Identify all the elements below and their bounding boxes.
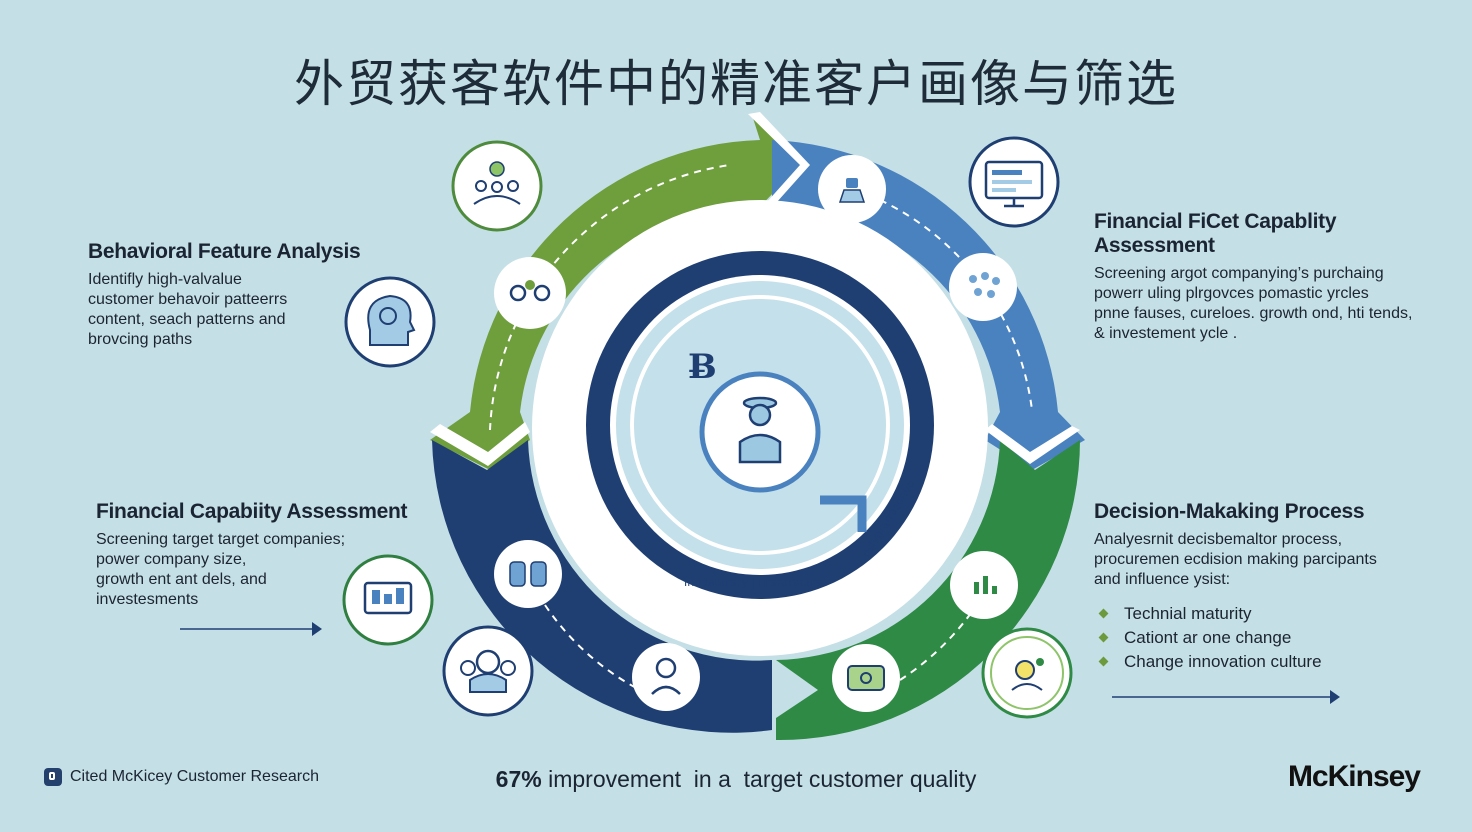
source-citation: Cited McKicey Customer Research bbox=[44, 768, 319, 786]
panel-financial-heading: Financial Capabiity Assessment bbox=[96, 500, 408, 523]
panel-decision-body: Analyesrnit decisbemaltor process, procu… bbox=[1094, 531, 1377, 588]
brand-logo: McKinsey bbox=[1287, 760, 1421, 793]
list-item: Cationt ar one change bbox=[1094, 626, 1434, 650]
center-ring-text: Inodatarary | nrarararara bbox=[684, 576, 822, 589]
panel-fleet-body: Screening argot companying’s purchaing p… bbox=[1094, 265, 1413, 342]
center-ring-thin bbox=[630, 295, 890, 555]
chart-icon bbox=[950, 551, 1018, 619]
arrow-decision-head bbox=[1330, 690, 1340, 704]
panel-financial-body: Screening target target companies; power… bbox=[96, 531, 346, 608]
center-core-ring bbox=[699, 371, 821, 493]
page-title: 外贸获客软件中的精准客户画像与筛选 bbox=[294, 55, 1178, 113]
arrow-notch-left bbox=[430, 422, 530, 466]
group-icon bbox=[442, 625, 534, 717]
panel-financial: Financial Capabiity Assessment Screening… bbox=[96, 500, 436, 610]
binoculars-icon bbox=[494, 540, 562, 608]
arrow-notch-right bbox=[985, 424, 1080, 464]
segment-green bbox=[430, 115, 800, 470]
team-icon bbox=[451, 140, 543, 232]
arrow-notch-top bbox=[748, 112, 810, 212]
panel-fleet: Financial FiCet Capablity Assessment Scr… bbox=[1094, 210, 1434, 344]
network-icon bbox=[494, 257, 566, 329]
list-item: Technial maturity bbox=[1094, 602, 1434, 626]
dashed-path-green bbox=[489, 164, 731, 431]
panel-behavioral: Behavioral Feature Analysis Identifly hi… bbox=[88, 240, 388, 350]
person-icon bbox=[818, 155, 886, 223]
source-text: Cited McKicey Customer Research bbox=[70, 768, 319, 785]
arrow-financial-head bbox=[312, 622, 322, 636]
list-item: Change innovation culture bbox=[1094, 650, 1434, 674]
panel-decision: Decision-Makaking Process Analyesrnit de… bbox=[1094, 500, 1434, 674]
panel-behavioral-heading: Behavioral Feature Analysis bbox=[88, 240, 361, 263]
person-headset-icon bbox=[632, 643, 700, 711]
center-pointer bbox=[820, 495, 867, 532]
panel-behavioral-body: Identifly high-valvalue customer behavoi… bbox=[88, 271, 288, 348]
dashed-path-green-bottom bbox=[899, 599, 981, 681]
panel-decision-heading: Decision-Makaking Process bbox=[1094, 500, 1365, 523]
stat-value: 67% bbox=[495, 766, 542, 792]
monitor-icon bbox=[968, 136, 1060, 228]
stat-line: 67% improvement in a target customer qua… bbox=[0, 766, 1472, 793]
document-icon bbox=[44, 768, 62, 786]
brain-head-icon bbox=[344, 276, 436, 368]
center-glyph: Ƀ bbox=[688, 347, 717, 387]
consultant-icon bbox=[738, 396, 782, 464]
panel-fleet-heading: Financial FiCet Capablity Assessment bbox=[1094, 210, 1337, 257]
people-cluster-icon bbox=[949, 253, 1017, 321]
money-icon bbox=[832, 644, 900, 712]
dashboard-icon bbox=[342, 554, 434, 646]
stat-text: improvement in a target customer quality bbox=[541, 766, 977, 792]
gear-person-icon bbox=[981, 627, 1073, 719]
decision-bullet-list: Technial maturity Cationt ar one change … bbox=[1094, 602, 1434, 674]
